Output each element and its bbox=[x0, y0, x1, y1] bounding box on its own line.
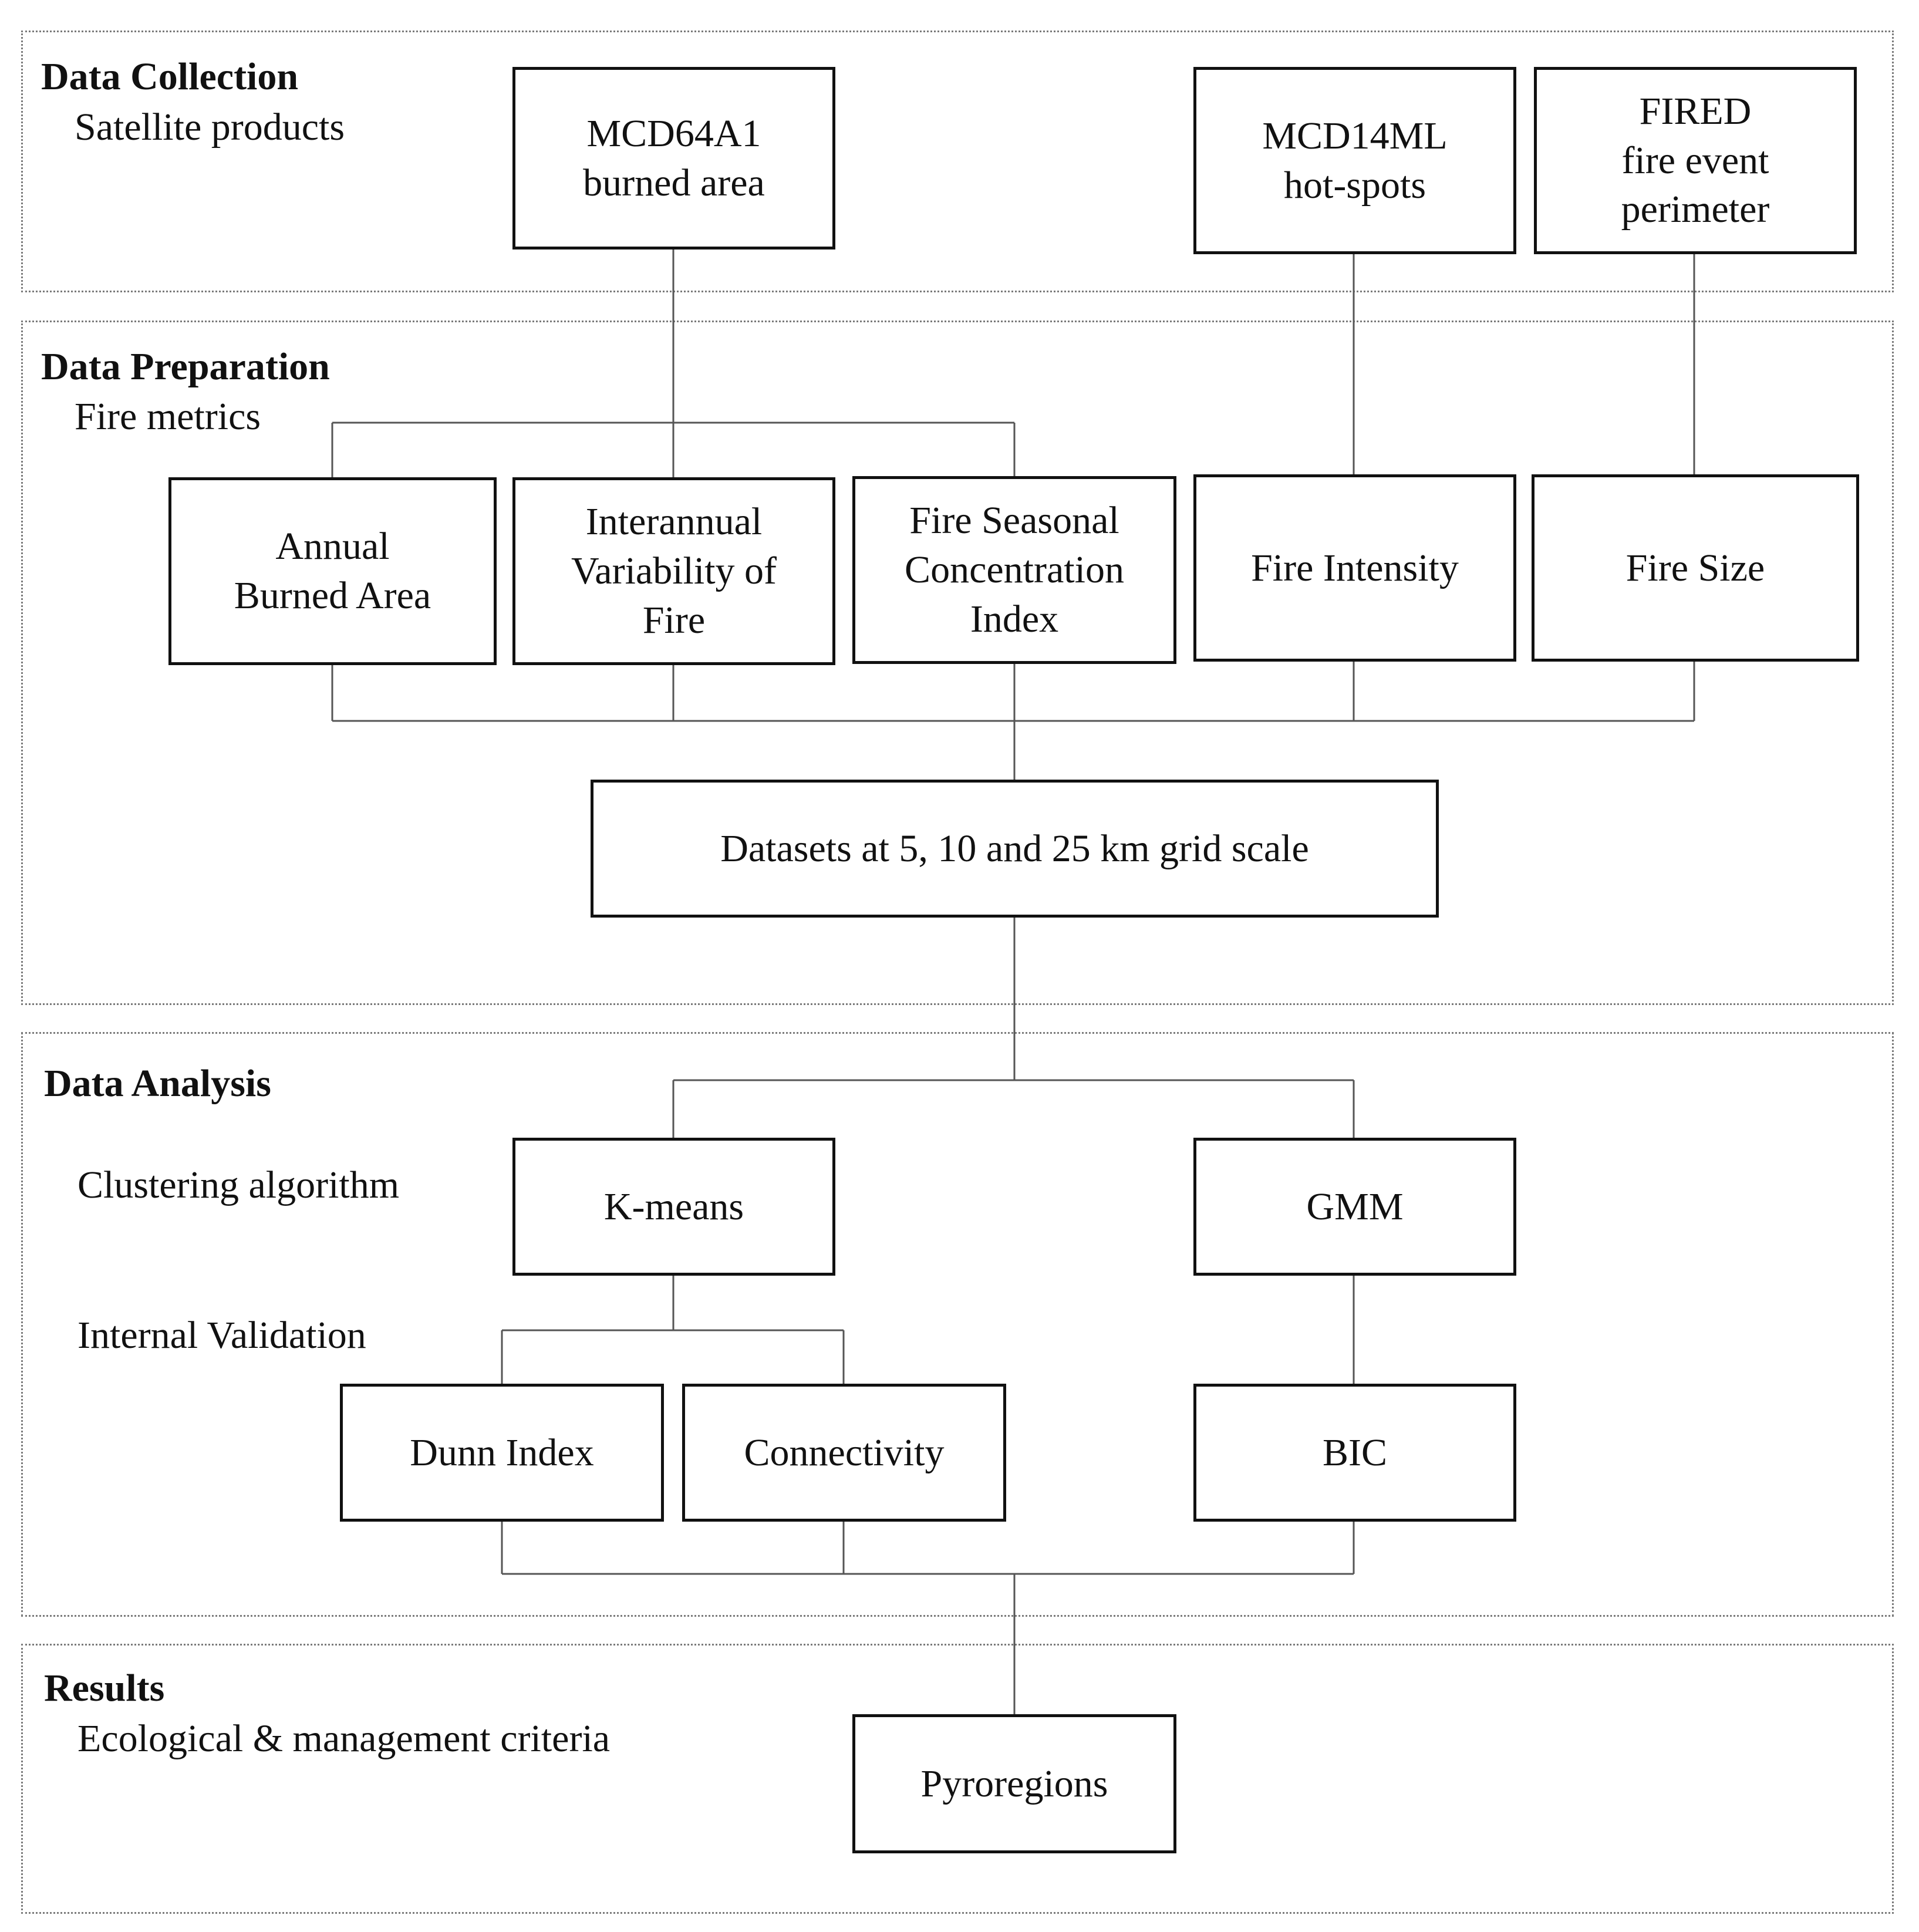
seasonal-concentration-box: Fire Seasonal Concentration Index bbox=[852, 476, 1176, 664]
results-title: Results bbox=[44, 1667, 165, 1710]
fire-intensity-box: Fire Intensity bbox=[1193, 474, 1516, 662]
fire-size-box: Fire Size bbox=[1532, 474, 1859, 662]
annual-burned-area-box: Annual Burned Area bbox=[168, 477, 497, 665]
pyroregions-box: Pyroregions bbox=[852, 1714, 1176, 1853]
fired-box: FIRED fire event perimeter bbox=[1534, 67, 1857, 254]
section-results bbox=[21, 1644, 1894, 1914]
internal-validation-label: Internal Validation bbox=[77, 1314, 366, 1357]
dunn-index-box: Dunn Index bbox=[340, 1384, 664, 1522]
kmeans-box: K-means bbox=[512, 1138, 835, 1276]
section-data-collection bbox=[21, 31, 1894, 292]
results-subtitle: Ecological & management criteria bbox=[77, 1717, 611, 1760]
data-analysis-title: Data Analysis bbox=[44, 1062, 271, 1105]
data-preparation-subtitle: Fire metrics bbox=[75, 395, 261, 438]
section-data-preparation bbox=[21, 321, 1894, 1005]
bic-box: BIC bbox=[1193, 1384, 1516, 1522]
data-collection-subtitle: Satellite products bbox=[75, 106, 345, 149]
clustering-algorithm-label: Clustering algorithm bbox=[77, 1164, 400, 1206]
datasets-grid-scale-box: Datasets at 5, 10 and 25 km grid scale bbox=[591, 780, 1439, 918]
interannual-variability-box: Interannual Variability of Fire bbox=[512, 477, 835, 665]
data-collection-title: Data Collection bbox=[41, 55, 299, 98]
gmm-box: GMM bbox=[1193, 1138, 1516, 1276]
section-data-analysis bbox=[21, 1032, 1894, 1617]
mcd14ml-box: MCD14ML hot-spots bbox=[1193, 67, 1516, 254]
connectivity-box: Connectivity bbox=[682, 1384, 1006, 1522]
mcd64a1-box: MCD64A1 burned area bbox=[512, 67, 835, 249]
data-preparation-title: Data Preparation bbox=[41, 345, 330, 388]
